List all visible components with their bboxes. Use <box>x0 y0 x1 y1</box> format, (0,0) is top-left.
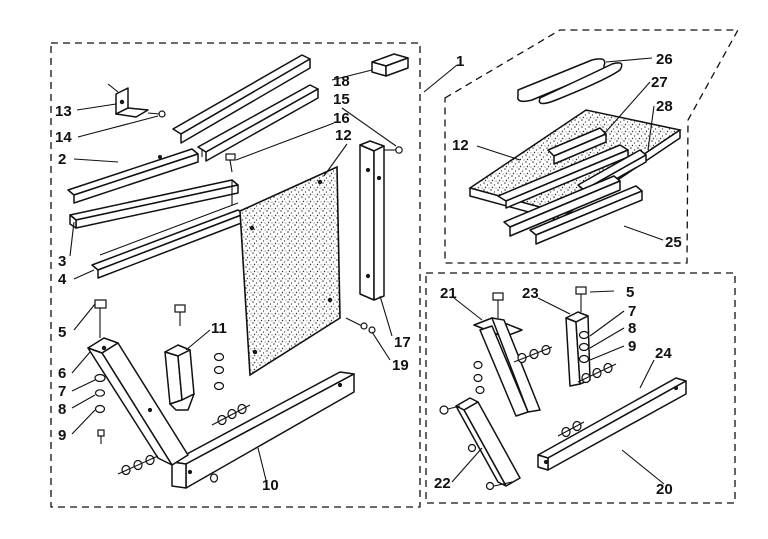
seal-angle-part <box>503 175 643 245</box>
angle-screw-part <box>384 146 403 154</box>
side-channel-part <box>69 179 239 229</box>
callout-14: 14 <box>55 129 72 146</box>
channel-rail-part <box>197 84 319 162</box>
callout-20: 20 <box>656 481 673 498</box>
support-brace-part <box>439 397 521 491</box>
callout-7-main: 7 <box>58 383 66 400</box>
callout-23: 23 <box>522 285 539 302</box>
callout-12-seal: 12 <box>452 137 469 154</box>
callout-21: 21 <box>440 285 457 302</box>
callout-9-main: 9 <box>58 427 66 444</box>
u-bracket-part <box>164 304 195 411</box>
callout-11: 11 <box>211 320 227 337</box>
washer-stack-part <box>94 373 106 444</box>
callout-1: 1 <box>456 53 464 70</box>
support-channel-part <box>537 377 687 471</box>
bracket-hardware-part <box>211 352 251 426</box>
screw-part <box>147 110 166 118</box>
clip-hardware-part <box>577 330 617 384</box>
callout-12-panel: 12 <box>335 127 352 144</box>
top-rail-part <box>67 148 199 204</box>
callout-27: 27 <box>651 74 668 91</box>
support-kit-boundary <box>425 272 736 504</box>
bottom-channel-part <box>171 371 355 489</box>
seal-kit-boundary <box>444 29 740 264</box>
panel-screw-part <box>225 153 236 173</box>
callout-18: 18 <box>333 73 350 90</box>
callout-2: 2 <box>58 151 66 168</box>
callout-4: 4 <box>58 271 67 288</box>
callout-28: 28 <box>656 98 673 115</box>
bottom-rail-part <box>91 202 245 279</box>
callout-15: 15 <box>333 91 350 108</box>
callout-10: 10 <box>262 477 279 494</box>
callout-19: 19 <box>392 357 409 374</box>
main-kit-boundary <box>50 42 421 508</box>
callout-8-support: 8 <box>628 320 636 337</box>
diagonal-brace-part <box>87 337 189 466</box>
callout-25: 25 <box>665 234 682 251</box>
callout-5-main: 5 <box>58 324 66 341</box>
callout-6: 6 <box>58 365 66 382</box>
support-hardware-part <box>473 344 553 395</box>
panel-bolt-part <box>345 317 376 334</box>
nut-set-part <box>117 454 219 483</box>
upper-rail-part <box>172 54 311 144</box>
callout-16: 16 <box>333 110 350 127</box>
leader-lines <box>69 57 665 485</box>
callout-26: 26 <box>656 51 673 68</box>
callout-8-main: 8 <box>58 401 66 418</box>
callout-9-support: 9 <box>628 338 636 355</box>
angle-bracket-part <box>107 83 149 118</box>
callout-17: 17 <box>394 334 411 351</box>
foam-panel-part <box>239 165 341 377</box>
foam-block-part <box>371 53 409 77</box>
vertical-angle-part <box>359 140 385 301</box>
callout-24: 24 <box>655 345 672 362</box>
callout-5-support: 5 <box>626 284 634 301</box>
bolt-part <box>94 299 107 338</box>
callout-13: 13 <box>55 103 72 120</box>
support-bracket-part <box>473 292 541 417</box>
callout-22: 22 <box>434 475 451 492</box>
gasket-loop-part <box>517 58 623 105</box>
callout-7-support: 7 <box>628 303 636 320</box>
callout-3: 3 <box>58 253 66 270</box>
callout-labels: 1 2 3 4 5 5 6 7 7 8 8 9 9 10 11 12 12 13… <box>55 51 682 498</box>
